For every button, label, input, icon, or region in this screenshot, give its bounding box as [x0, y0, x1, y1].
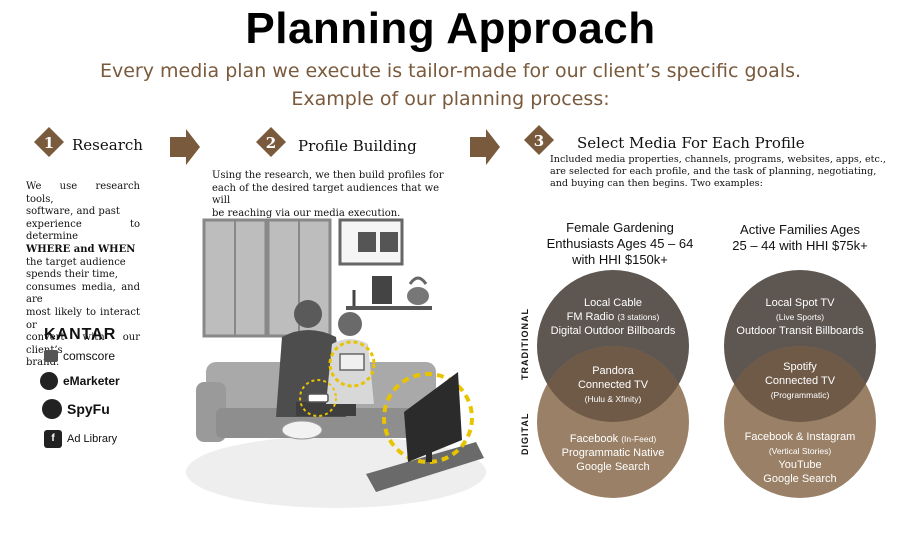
step-2-number: 2 — [265, 134, 277, 152]
subtitle-line-1: Every media plan we execute is tailor-ma… — [99, 60, 802, 82]
profile-1-overlap-media: Pandora Connected TV (Hulu & Xfinity) — [563, 364, 663, 406]
research-line: the target audience — [26, 256, 126, 268]
profile-building-line: be reaching via our media execution. — [212, 207, 401, 219]
profile-2-heading-line: Active Families Ages — [740, 222, 860, 237]
profile-2-overlap — [724, 346, 876, 422]
step-3-number: 3 — [533, 132, 545, 150]
research-line: We use research tools, — [26, 181, 140, 205]
spyfu-logo: SpyFu — [42, 399, 110, 419]
research-line: WHERE and WHEN — [26, 243, 136, 255]
subtitle-line-2: Example of our planning process: — [291, 88, 610, 110]
media-item: Google Search — [576, 461, 650, 473]
comscore-label: comscore — [63, 349, 116, 363]
profile-1-heading: Female Gardening Enthusiasts Ages 45 – 6… — [530, 220, 710, 268]
page-title: Planning Approach — [245, 4, 656, 53]
facebook-icon: f — [44, 430, 62, 448]
step-1-title: Research — [72, 136, 143, 154]
media-item-detail: (Live Sports) — [775, 312, 825, 322]
research-line: spends their time, — [26, 269, 118, 281]
profile-2-digital-media: Facebook & Instagram (Vertical Stories) … — [720, 430, 880, 486]
profile-1-traditional-media: Local Cable FM Radio (3 stations) Digita… — [533, 296, 693, 338]
media-item: Facebook & Instagram — [744, 431, 856, 443]
select-media-line: are selected for each profile, and the t… — [550, 166, 877, 177]
profile-building-line: each of the desired target audiences tha… — [212, 182, 440, 207]
media-item-detail: (Programmatic) — [770, 390, 830, 400]
media-item: Local Cable — [583, 297, 643, 309]
research-line: experience to determine — [26, 218, 140, 243]
ad-library-logo: f Ad Library — [44, 430, 117, 448]
profile-1-heading-line: with HHI $150k+ — [572, 252, 668, 267]
research-line: consumes media, and are — [26, 281, 140, 306]
profile-building-description: Using the research, we then build profil… — [212, 170, 444, 220]
step-3-diamond-icon — [524, 125, 554, 155]
profile-2-heading-line: 25 – 44 with HHI $75k+ — [732, 238, 868, 253]
media-item-detail: (In-Feed) — [621, 434, 657, 444]
media-item-detail: (Vertical Stories) — [768, 446, 832, 456]
media-item: Pandora — [592, 365, 634, 377]
media-item: YouTube — [778, 459, 822, 471]
profile-2-overlap-media: Spotify Connected TV (Programmatic) — [750, 360, 850, 402]
living-room-illustration — [186, 218, 486, 508]
emarketer-label: eMarketer — [63, 374, 120, 388]
arrow-right-icon — [170, 129, 200, 165]
select-media-line: Included media properties, channels, pro… — [550, 154, 886, 165]
profile-1-overlap — [537, 346, 689, 422]
research-description: We use research tools, software, and pas… — [26, 181, 140, 370]
media-item-name: Facebook — [569, 433, 619, 445]
kantar-logo: KANTAR — [44, 326, 117, 343]
comscore-icon — [44, 350, 58, 362]
research-line: brand. — [26, 357, 60, 369]
profile-1-heading-line: Enthusiasts Ages 45 – 64 — [546, 236, 694, 251]
comscore-logo: comscore — [44, 349, 115, 363]
step-1-number: 1 — [43, 134, 55, 152]
spyfu-label: SpyFu — [67, 401, 110, 417]
step-3-title: Select Media For Each Profile — [577, 134, 805, 152]
media-item: Spotify — [783, 361, 817, 373]
media-item: Connected TV — [764, 375, 836, 387]
profile-1-heading-line: Female Gardening — [566, 220, 674, 235]
media-item: Programmatic Native — [561, 447, 665, 459]
media-item-name: FM Radio — [566, 311, 615, 323]
media-item: FM Radio (3 stations) — [533, 310, 693, 324]
media-item: Google Search — [763, 473, 837, 485]
traditional-axis-label: TRADITIONAL — [520, 308, 530, 380]
step-2-title: Profile Building — [298, 137, 417, 155]
media-item: Outdoor Transit Billboards — [736, 325, 864, 337]
media-item: Digital Outdoor Billboards — [550, 325, 676, 337]
emarketer-logo: eMarketer — [40, 372, 120, 390]
select-media-line: and buying can then begins. Two examples… — [550, 178, 763, 189]
profile-2-traditional-media: Local Spot TV (Live Sports) Outdoor Tran… — [720, 296, 880, 338]
profile-2-heading: Active Families Ages 25 – 44 with HHI $7… — [710, 222, 890, 254]
select-media-description: Included media properties, channels, pro… — [550, 154, 890, 190]
arrow-right-icon — [470, 129, 500, 165]
profile-building-line: Using the research, we then build profil… — [212, 170, 444, 181]
research-line: most likely to interact or — [26, 306, 140, 331]
emarketer-icon — [40, 372, 58, 390]
research-line: software, and past — [26, 206, 120, 218]
media-item-detail: (3 stations) — [617, 312, 660, 322]
step-1-diamond-icon — [34, 127, 64, 157]
digital-axis-label: DIGITAL — [520, 412, 530, 455]
media-item: Connected TV — [577, 379, 649, 391]
spyfu-icon — [42, 399, 62, 419]
step-2-diamond-icon — [256, 127, 286, 157]
profile-1-digital-media: Facebook (In-Feed) Programmatic Native G… — [533, 432, 693, 474]
media-item: Local Spot TV — [765, 297, 835, 309]
media-item: Facebook (In-Feed) — [533, 432, 693, 446]
venn-diagrams — [537, 270, 876, 498]
media-item-detail: (Hulu & Xfinity) — [584, 394, 642, 404]
ad-library-label: Ad Library — [67, 433, 118, 445]
